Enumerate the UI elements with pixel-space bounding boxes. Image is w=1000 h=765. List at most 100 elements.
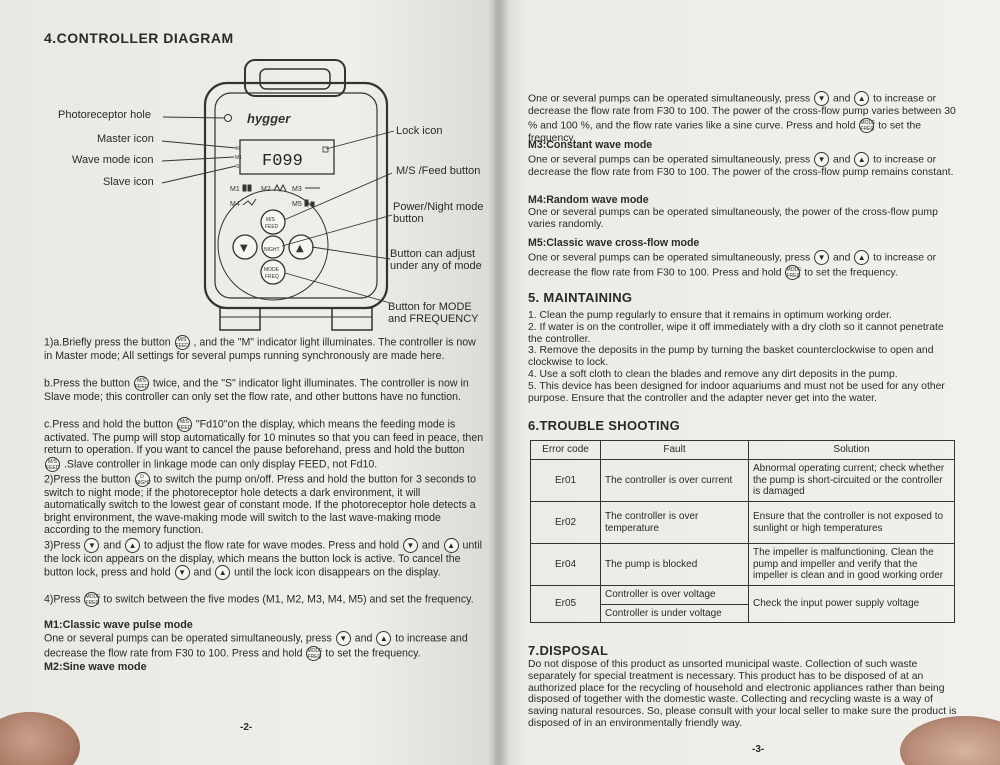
- down-arrow-icon: ▼: [814, 151, 830, 167]
- callout-slave-icon: Slave icon: [103, 176, 154, 188]
- m1-text-1: One or several pumps can be operated sim…: [44, 632, 332, 645]
- page-number-right: -3-: [752, 744, 765, 755]
- p3-text-1: 3)Press: [44, 539, 81, 552]
- p1c-text-1: c.Press and hold the button: [44, 418, 173, 431]
- table-header-row: Error code Fault Solution: [530, 440, 955, 460]
- m3-text-1: One or several pumps can be operated sim…: [528, 154, 811, 166]
- ms-feed-button[interactable]: [260, 209, 286, 235]
- m2-text-1: One or several pumps can be operated sim…: [528, 93, 811, 105]
- right-page: [494, 0, 1000, 765]
- m1-section: M1:Classic wave pulse mode One or severa…: [44, 619, 484, 674]
- p1c-text-3: .Slave controller in linkage mode can on…: [63, 458, 378, 471]
- fault-cell: Controller is under voltage: [600, 603, 749, 623]
- trouble-shooting-table: Error code Fault Solution Er01 The contr…: [530, 440, 955, 623]
- m3-title: M3:Constant wave mode: [528, 139, 653, 151]
- indicator-m: M: [236, 146, 240, 152]
- lock-icon: [322, 146, 329, 153]
- m2-text-2: and: [833, 93, 851, 105]
- m2-text-4: to set the frequency.: [528, 120, 922, 144]
- m5-text-3: to increase or decrease the flow rate fr…: [528, 252, 937, 279]
- table-row: Er05 Controller is over voltage Check th…: [530, 585, 955, 623]
- fault-cell: The controller is over current: [600, 459, 749, 502]
- trouble-shooting-title: 6.TROUBLE SHOOTING: [528, 418, 681, 433]
- m1-text-2: and: [354, 632, 373, 645]
- left-page: 4.CONTROLLER DIAGRAM hygger M M1 S F099: [0, 0, 508, 765]
- up-arrow-icon: ▲: [854, 249, 870, 265]
- maintaining-title: 5. MAINTAINING: [528, 290, 633, 305]
- down-button[interactable]: [232, 234, 258, 260]
- down-arrow-icon: ▼: [402, 538, 418, 553]
- night-inline-icon: ⏻NIGHT: [134, 472, 152, 487]
- m4-title: M4:Random wave mode: [528, 194, 649, 206]
- p1b-text-1: b.Press the button: [44, 377, 130, 390]
- mode-label-m2: M2: [261, 186, 271, 193]
- p3-text-2: and: [103, 539, 122, 552]
- header-fault: Fault: [600, 440, 749, 460]
- callout-ms-feed-button: M/S /Feed button: [396, 165, 481, 177]
- mode-freq-button[interactable]: [260, 259, 286, 285]
- solution-cell: Ensure that the controller is not expose…: [748, 501, 955, 544]
- down-arrow-icon: ▼: [814, 91, 830, 106]
- maintaining-item: 2. If water is on the controller, wipe i…: [528, 321, 944, 345]
- m4-section: M4:Random wave mode One or several pumps…: [528, 194, 960, 230]
- table-row: Er02 The controller is over temperature …: [530, 501, 955, 544]
- down-arrow-icon: ▼: [335, 631, 351, 647]
- p3-text-5: until the lock icon appears on the displ…: [44, 539, 482, 579]
- p3-text-3: to adjust the flow rate for wave modes. …: [144, 539, 399, 552]
- display-value: F099: [262, 152, 303, 171]
- m3-section: M3:Constant wave mode One or several pum…: [528, 139, 960, 179]
- mode-label-m5: M5: [292, 201, 302, 208]
- up-arrow-icon: ▲: [376, 631, 392, 647]
- fault-cell: The controller is over temperature: [600, 501, 749, 544]
- night-button-label: NIGHT: [264, 247, 280, 253]
- indicator-s: S: [236, 164, 240, 170]
- header-solution: Solution: [748, 440, 955, 460]
- p4-text-1: 4)Press: [44, 593, 81, 606]
- instruction-3: 3)Press ▼ and ▲ to adjust the flow rate …: [44, 538, 484, 581]
- p3-text-4: and: [421, 539, 440, 552]
- callout-adjust-button: Button can adjust under any of mode: [390, 248, 482, 272]
- down-arrow-icon: ▼: [174, 565, 190, 581]
- error-code-cell: Er02: [530, 501, 601, 544]
- mode-label-m1: M1: [230, 186, 240, 193]
- m5-section: M5:Classic wave cross-flow mode One or s…: [528, 237, 960, 280]
- disposal-title: 7.DISPOSAL: [528, 643, 609, 658]
- fault-cell: Controller is over voltage: [600, 585, 749, 605]
- p1a-text-2: , and the "M" indicator light illuminate…: [44, 336, 476, 362]
- down-arrow-icon: ▼: [240, 243, 248, 254]
- maintaining-list: 1. Clean the pump regularly to ensure th…: [528, 310, 960, 404]
- mode-label-m3: M3: [292, 186, 302, 193]
- mode-button-label-bottom: FREQ: [265, 274, 279, 280]
- indicator-m1: M1: [235, 155, 242, 161]
- m1-text-4: to set the frequency.: [325, 647, 421, 660]
- callout-mode-freq-button: Button for MODE and FREQUENCY: [388, 301, 479, 325]
- up-arrow-icon: ▲: [215, 565, 231, 581]
- error-code-cell: Er05: [530, 585, 601, 623]
- p1b-text-2: twice, and the "S" indicator light illum…: [44, 377, 469, 403]
- m1-text-3: to increase and decrease the flow rate f…: [44, 632, 468, 660]
- up-arrow-icon: ▲: [125, 538, 141, 553]
- power-night-button[interactable]: [261, 235, 285, 259]
- m3-text-2: and: [833, 154, 851, 166]
- m2-continued: One or several pumps can be operated sim…: [528, 91, 960, 145]
- m5-text-4: to set the frequency.: [804, 267, 898, 279]
- m5-text-1: One or several pumps can be operated sim…: [528, 252, 811, 264]
- book-gutter: [488, 0, 510, 765]
- table-row: Er04 The pump is blocked The impeller is…: [530, 543, 955, 586]
- down-arrow-icon: ▼: [84, 538, 100, 553]
- controller-diagram-title: 4.CONTROLLER DIAGRAM: [44, 30, 234, 46]
- table-row: Er01 The controller is over current Abno…: [530, 459, 955, 502]
- instruction-2: 2)Press the button ⏻NIGHT to switch the …: [44, 472, 484, 537]
- solution-cell: The impeller is malfunctioning. Clean th…: [748, 543, 955, 586]
- controller-diagram: hygger M M1 S F099 M1 M2 M3 M4 M5 M/S: [40, 55, 500, 345]
- callout-power-night-button: Power/Night mode button: [393, 201, 484, 225]
- table-row: Controller is under voltage: [531, 603, 955, 623]
